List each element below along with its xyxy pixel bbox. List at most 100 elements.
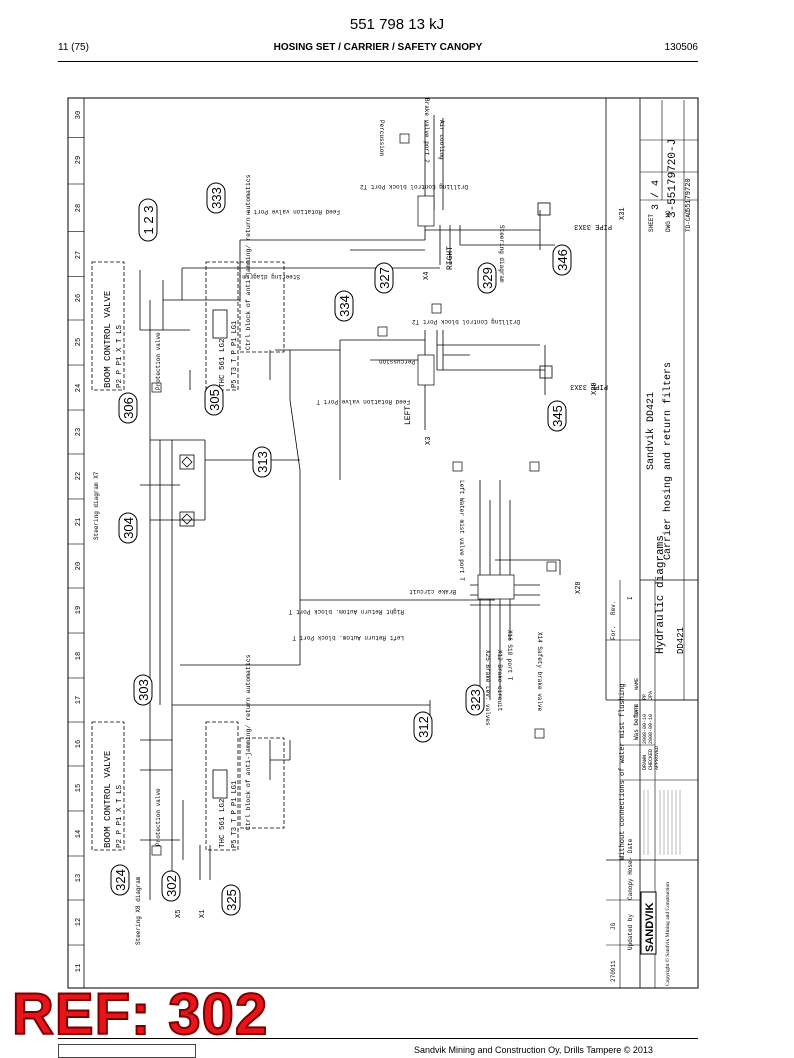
callout-302: 302 bbox=[161, 870, 181, 902]
label-ctrl-block-lower: Ctrl block of anti-jamming/ return autom… bbox=[245, 654, 252, 830]
tb-rev-value: I bbox=[627, 596, 634, 600]
svg-text:346: 346 bbox=[555, 249, 570, 271]
sandvik-logo: SANDVIK bbox=[644, 902, 656, 952]
tb-checked-date: 2008-09-10 bbox=[648, 714, 654, 744]
grid-label: 19 bbox=[75, 606, 83, 614]
tb-drawn-date: 2008-09-10 bbox=[642, 714, 648, 744]
valve-symbols bbox=[179, 202, 553, 527]
label-x3: X3 bbox=[425, 437, 433, 445]
svg-text:313: 313 bbox=[255, 451, 270, 473]
drawing-frame bbox=[67, 97, 699, 989]
tb-cad-label: TD-CAD bbox=[685, 210, 692, 232]
label-brake-circuit: Brake circuit bbox=[409, 588, 456, 595]
label-steering-diag-right: Steering diagram bbox=[498, 225, 505, 283]
label-ctrl-block-upper: Ctrl block of anti-jamming/ return autom… bbox=[245, 174, 252, 350]
label-boom-valve-lower: BOOM CONTROL VALVE bbox=[103, 751, 113, 848]
label-steering-diag-upper: Steering diagram bbox=[242, 273, 300, 280]
label-pipe-left: PIPE 33X3 bbox=[570, 382, 608, 390]
tb-sheet-label: SHEET bbox=[648, 214, 655, 232]
label-feed-rotation-left: Feed Rotation valve Port T bbox=[316, 398, 410, 405]
svg-text:345: 345 bbox=[550, 405, 565, 427]
label-x14: X14 Safety brake valve bbox=[536, 632, 543, 712]
callout-345: 345 bbox=[547, 400, 567, 432]
grid-label: 28 bbox=[75, 204, 83, 212]
svg-text:1 2 3: 1 2 3 bbox=[141, 206, 156, 235]
callout-305: 305 bbox=[204, 384, 224, 416]
label-protection-lower: Protection valve bbox=[155, 788, 162, 846]
callout-306: 306 bbox=[118, 392, 138, 424]
label-steering-x8: Steering X8 diagram bbox=[135, 876, 142, 945]
tb-dwg-label: DWG NO bbox=[665, 210, 672, 232]
callout-304: 304 bbox=[118, 512, 138, 544]
document-number: 551 798 13 kJ bbox=[349, 16, 445, 33]
svg-text:333: 333 bbox=[209, 187, 224, 209]
tb-company: Sandvik DD421 bbox=[645, 392, 657, 470]
grid-label: 11 bbox=[75, 964, 83, 972]
grid-label: 25 bbox=[75, 338, 83, 346]
label-percussion-left: Percussion bbox=[379, 358, 415, 365]
header-rule bbox=[58, 61, 698, 62]
tb-rev-label: Rev. bbox=[610, 601, 617, 615]
tb-diagram-title: Hydraulic diagrams bbox=[655, 535, 667, 654]
svg-text:305: 305 bbox=[207, 389, 222, 411]
grid-label: 29 bbox=[75, 156, 83, 164]
tb-drawn-name: PP bbox=[642, 694, 648, 700]
label-drilling-ctrl-left: Drilling Control block Port T2 bbox=[412, 318, 520, 325]
callout-312: 312 bbox=[413, 711, 433, 743]
tb-checked-name: JPA bbox=[648, 691, 654, 700]
label-pipe-right: PIPE 33X3 bbox=[574, 222, 612, 230]
tb-sheet: 3 / 4 bbox=[650, 180, 662, 210]
page-number: 11 (75) bbox=[58, 42, 89, 53]
label-air-cooling: Air cooling bbox=[438, 120, 445, 160]
tb-cad: 55179720 bbox=[685, 178, 693, 212]
tb-canopy: Canopy Hose- Date bbox=[627, 838, 634, 900]
svg-text:312: 312 bbox=[416, 716, 431, 738]
label-brake-valve: Brake valve port 2 bbox=[423, 98, 430, 163]
svg-text:302: 302 bbox=[164, 875, 179, 897]
tb-updated-by: Updated by bbox=[627, 914, 634, 950]
svg-text:303: 303 bbox=[136, 679, 151, 701]
grid-label: 18 bbox=[75, 652, 83, 660]
label-feed-rotation-right: Feed Rotation valve Port T bbox=[246, 208, 340, 215]
boom-control-valve-lower bbox=[91, 721, 125, 851]
tb-subject: Carrier hosing and return filters bbox=[662, 362, 674, 560]
footer-logo-box bbox=[58, 1044, 196, 1058]
label-boom-valve-upper: BOOM CONTROL VALVE bbox=[103, 291, 113, 388]
tb-approved: APPROVED bbox=[654, 746, 660, 770]
label-x29: X29 bbox=[591, 382, 599, 395]
label-return-automatics: Right Return Autom. block Port T bbox=[288, 608, 404, 615]
callout-303: 303 bbox=[133, 674, 153, 706]
svg-text:334: 334 bbox=[337, 295, 352, 317]
page-title: HOSING SET / CARRIER / SAFETY CANOPY bbox=[273, 42, 483, 53]
grid-label: 26 bbox=[75, 294, 83, 302]
hose-lines bbox=[139, 115, 561, 900]
thc-block-lower bbox=[205, 721, 285, 851]
label-ports-upper: P2 P P1 X T LS bbox=[116, 324, 124, 388]
footer-rule bbox=[58, 1038, 698, 1039]
grid-label: 24 bbox=[75, 384, 83, 392]
tb-checked: CHECKED bbox=[648, 749, 654, 770]
label-x25: X25 Brake Lev. valves bbox=[484, 650, 491, 726]
grid-label: 30 bbox=[75, 111, 83, 119]
callout-329: 329 bbox=[477, 262, 497, 294]
tb-date-label: DATE bbox=[634, 704, 640, 716]
grid-label: 20 bbox=[75, 562, 83, 570]
callout-327: 327 bbox=[374, 262, 394, 294]
svg-text:329: 329 bbox=[480, 267, 495, 289]
grid-label: 27 bbox=[75, 251, 83, 259]
tb-rev-by: JG bbox=[610, 922, 617, 930]
label-x28: X28 bbox=[575, 581, 583, 594]
callout-334: 334 bbox=[334, 290, 354, 322]
label-right: RIGHT bbox=[446, 246, 455, 270]
label-thc-ports-lower: P5 T3 T P P1 LG1 bbox=[231, 781, 239, 848]
callout-346: 346 bbox=[552, 244, 572, 276]
label-thc-ports-upper: P5 T3 T P P1 LG1 bbox=[231, 321, 239, 388]
title-block: Sandvik DD421 Carrier hosing and return … bbox=[605, 98, 698, 988]
label-percussion-right: Percussion bbox=[378, 120, 385, 156]
grid-label: 14 bbox=[75, 830, 83, 838]
grid-label: 12 bbox=[75, 918, 83, 926]
label-x5: X5 bbox=[175, 910, 183, 918]
label-thc-upper: THC 561 LG2 bbox=[219, 338, 227, 388]
